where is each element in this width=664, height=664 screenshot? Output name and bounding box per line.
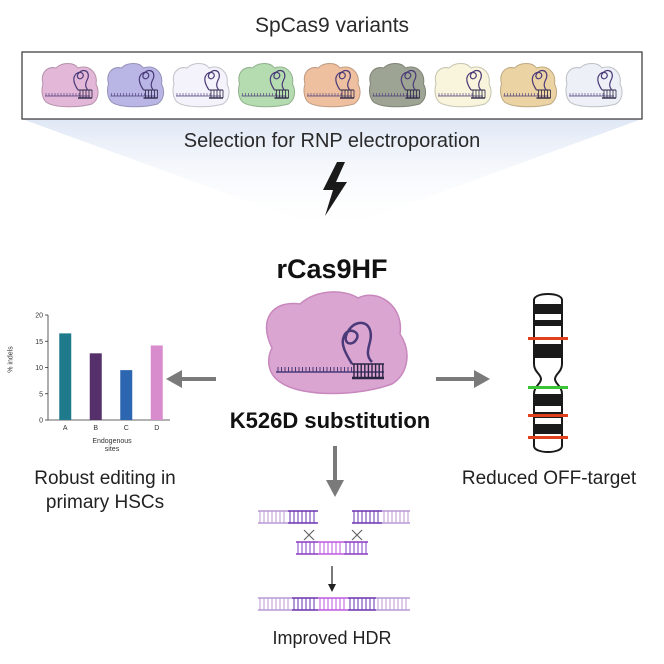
crossover-icon: [351, 529, 363, 541]
off-target-mark: [528, 337, 568, 340]
off-target-mark: [528, 414, 568, 417]
arrow-right-icon: [436, 370, 490, 388]
off-target-mark: [528, 436, 568, 439]
chart-xlabel-line2: sites: [104, 446, 120, 453]
variant-row: [41, 63, 623, 108]
left-caption-line1: Robust editing in: [34, 468, 176, 489]
bar-D: [150, 345, 163, 420]
variants-title: SpCas9 variants: [254, 14, 410, 37]
dna-duplex: [258, 510, 318, 524]
hdr-dna-illustration: [258, 510, 410, 611]
dna-duplex: [258, 597, 410, 611]
indels-bar-chart: 0 5 10 15 20A B C D: [35, 313, 170, 432]
on-target-mark: [528, 386, 568, 389]
cas9-rnp-icon: [265, 291, 408, 395]
variant-cas9-icon: [172, 63, 230, 108]
x-tick-label: C: [124, 425, 129, 432]
lightning-bolt-icon: [323, 162, 347, 216]
bar-C: [120, 370, 133, 420]
x-tick-label: D: [154, 425, 159, 432]
x-tick-label: B: [93, 425, 98, 432]
bar-B: [89, 353, 102, 420]
variant-cas9-icon: [41, 63, 99, 108]
variant-cas9-icon: [434, 63, 492, 108]
small-arrow-head: [328, 584, 336, 592]
y-tick-label: 10: [35, 365, 43, 372]
variant-cas9-icon: [565, 63, 623, 108]
bar-A: [59, 333, 72, 420]
dna-duplex: [296, 541, 368, 555]
y-tick-label: 15: [35, 339, 43, 346]
y-tick-label: 20: [35, 313, 43, 320]
chart-xlabel-line1: Endogenous: [92, 438, 132, 445]
x-tick-label: A: [63, 425, 68, 432]
right-caption: Reduced OFF-target: [461, 468, 637, 489]
variant-cas9-icon: [238, 63, 296, 108]
main-variant-name: rCas9HF: [276, 254, 388, 284]
substitution-label: K526D substitution: [229, 408, 431, 433]
chromosome-icon: [528, 293, 568, 453]
y-tick-label: 0: [39, 418, 43, 425]
variants-box: [21, 51, 643, 120]
bottom-caption: Improved HDR: [272, 628, 392, 648]
variant-cas9-icon: [303, 63, 361, 108]
dna-duplex: [352, 510, 410, 524]
selection-label: Selection for RNP electroporation: [183, 130, 481, 152]
variant-cas9-icon: [107, 63, 165, 108]
chart-ylabel: % indels: [7, 346, 15, 373]
variant-cas9-icon: [500, 63, 558, 108]
crossover-icon: [303, 529, 315, 541]
y-tick-label: 5: [39, 391, 43, 398]
variant-cas9-icon: [369, 63, 427, 108]
arrow-down-icon: [326, 446, 344, 497]
left-caption-line2: primary HSCs: [45, 492, 165, 513]
arrow-left-icon: [166, 370, 216, 388]
